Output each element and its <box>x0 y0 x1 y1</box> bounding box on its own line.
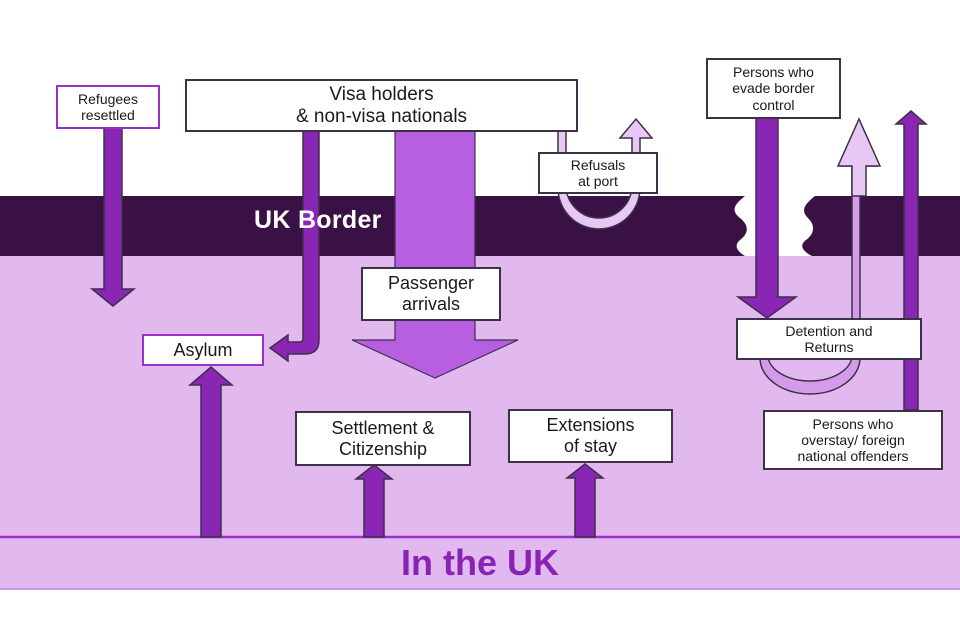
refusals-loop-arrow <box>550 117 654 230</box>
node-text-line: Refugees <box>78 90 138 107</box>
node-passenger-arrivals: Passenger arrivals <box>361 267 501 321</box>
uk-border-band-left <box>0 196 747 256</box>
node-text-line: Settlement & <box>331 417 435 438</box>
node-text-line: national offenders <box>797 448 909 465</box>
node-text-line: Citizenship <box>338 438 428 459</box>
node-text-line: evade border <box>732 80 815 97</box>
node-extensions-of-stay: Extensions of stay <box>508 409 673 463</box>
node-text-line: overstay/ foreign <box>801 431 905 448</box>
node-text-line: & non-visa nationals <box>295 105 468 127</box>
passenger-arrivals-arrow <box>351 129 519 379</box>
node-text-line: Passenger <box>387 273 475 294</box>
detention-return-upper-light <box>836 117 882 197</box>
node-text-line: Refusals <box>570 156 626 173</box>
node-refugees-resettled: Refugees resettled <box>56 85 160 129</box>
node-text-line: Persons who <box>733 64 814 81</box>
node-text-line: Visa holders <box>329 83 434 105</box>
visa-to-asylum-arrow <box>268 129 320 363</box>
node-text-line: Returns <box>804 339 854 355</box>
in-uk-to-extensions-arrow <box>564 463 606 538</box>
refugees-arrow <box>89 127 137 307</box>
node-text-line: at port <box>578 173 618 189</box>
node-text-line: of stay <box>563 436 618 456</box>
overstay-exit-arrow <box>893 110 929 411</box>
node-text-line: control <box>752 96 795 113</box>
node-asylum: Asylum <box>142 334 264 366</box>
node-text-line: Persons who <box>812 415 894 432</box>
uk-border-label: UK Border <box>254 206 382 234</box>
evade-arrow <box>735 117 799 319</box>
node-detention-and-returns: Detention and Returns <box>736 318 922 360</box>
node-settlement-citizenship: Settlement & Citizenship <box>295 411 471 466</box>
node-evade-border-control: Persons who evade border control <box>706 58 841 119</box>
node-text-line: resettled <box>81 107 135 123</box>
node-text-line: Detention and <box>785 322 873 339</box>
uk-border-band-right <box>802 196 960 256</box>
node-refusals-at-port: Refusals at port <box>538 152 658 194</box>
node-overstay-foreign-offenders: Persons who overstay/ foreign national o… <box>763 410 943 470</box>
in-the-uk-label: In the UK <box>401 542 559 583</box>
in-uk-to-asylum-arrow <box>187 366 235 538</box>
in-uk-to-settlement-arrow <box>353 464 395 538</box>
node-text-line: arrivals <box>401 294 460 314</box>
node-text-line: Asylum <box>173 339 233 360</box>
node-text-line: Extensions <box>546 415 635 436</box>
node-visa-holders: Visa holders & non-visa nationals <box>185 79 578 132</box>
